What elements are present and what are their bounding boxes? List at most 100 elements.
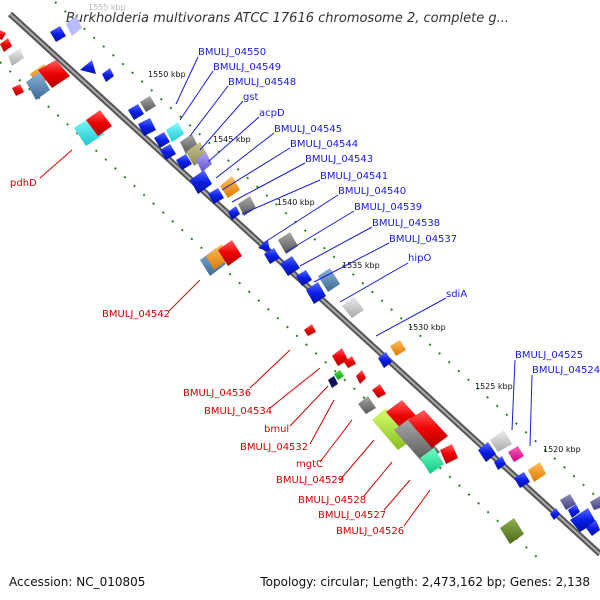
gene-feature[interactable] bbox=[342, 296, 364, 318]
reverse-labels: pdhD BMULJ_04542 BMULJ_04536 BMULJ_04534… bbox=[10, 178, 404, 537]
gene-feature[interactable] bbox=[154, 132, 170, 148]
gene-label[interactable]: BMULJ_04544 bbox=[290, 139, 358, 150]
gene-label[interactable]: acpD bbox=[259, 108, 285, 119]
gene-feature[interactable] bbox=[264, 248, 280, 264]
gene-label[interactable]: BMULJ_04538 bbox=[372, 218, 440, 229]
gene-feature[interactable] bbox=[372, 408, 412, 450]
gene-feature[interactable] bbox=[208, 188, 224, 204]
gene-label[interactable]: BMULJ_04534 bbox=[204, 406, 272, 417]
gene-feature[interactable] bbox=[228, 206, 240, 220]
gene-feature[interactable] bbox=[0, 30, 6, 40]
forward-leader-lines bbox=[175, 56, 533, 447]
gene-feature[interactable] bbox=[328, 376, 338, 388]
gene-label[interactable]: BMULJ_04526 bbox=[336, 526, 404, 537]
gene-label[interactable]: BMULJ_04524 bbox=[532, 365, 600, 376]
gene-feature[interactable] bbox=[196, 152, 212, 172]
forward-strand-features bbox=[0, 16, 600, 536]
gene-feature[interactable] bbox=[50, 26, 66, 42]
gene-feature[interactable] bbox=[160, 144, 176, 160]
gene-feature[interactable] bbox=[590, 496, 600, 510]
gene-feature[interactable] bbox=[304, 324, 316, 336]
gene-label[interactable]: BMULJ_04549 bbox=[213, 62, 281, 73]
gene-feature[interactable] bbox=[550, 508, 560, 520]
gene-feature[interactable] bbox=[494, 456, 506, 470]
gene-feature[interactable] bbox=[258, 240, 270, 252]
gene-label[interactable]: hipO bbox=[408, 253, 431, 264]
gene-feature[interactable] bbox=[280, 256, 300, 276]
reverse-strand-features bbox=[0, 38, 524, 544]
gene-label[interactable]: BMULJ_04540 bbox=[338, 186, 406, 197]
gene-label[interactable]: BMULJ_04539 bbox=[354, 202, 422, 213]
gene-feature[interactable] bbox=[420, 448, 444, 474]
gene-feature[interactable] bbox=[478, 442, 496, 462]
gene-label[interactable]: BMULJ_04541 bbox=[320, 171, 388, 182]
gene-feature[interactable] bbox=[378, 352, 392, 368]
gene-feature[interactable] bbox=[80, 60, 96, 74]
gene-feature[interactable] bbox=[500, 518, 524, 544]
tick-label: 1520 kbp bbox=[543, 445, 581, 454]
gene-feature[interactable] bbox=[560, 494, 576, 510]
gene-feature[interactable] bbox=[128, 104, 144, 120]
gene-feature[interactable] bbox=[86, 110, 112, 136]
gene-feature[interactable] bbox=[318, 268, 340, 292]
gene-feature[interactable] bbox=[238, 196, 256, 216]
gene-feature[interactable] bbox=[440, 444, 458, 464]
gene-label[interactable]: mgtC bbox=[296, 459, 323, 470]
gene-label[interactable]: BMULJ_04550 bbox=[198, 47, 266, 58]
gene-label[interactable]: BMULJ_04543 bbox=[305, 154, 373, 165]
gene-label[interactable]: BMULJ_04529 bbox=[276, 475, 344, 486]
gene-feature[interactable] bbox=[0, 38, 12, 52]
tick-label: 1540 kbp bbox=[277, 198, 315, 207]
gene-feature[interactable] bbox=[166, 122, 184, 142]
gene-feature[interactable] bbox=[296, 270, 312, 286]
gene-feature[interactable] bbox=[332, 348, 348, 366]
gene-feature[interactable] bbox=[334, 370, 344, 380]
gene-feature[interactable] bbox=[12, 84, 24, 96]
gene-feature[interactable] bbox=[390, 340, 406, 356]
gene-feature[interactable] bbox=[102, 68, 114, 82]
gene-feature[interactable] bbox=[514, 472, 530, 488]
gene-feature[interactable] bbox=[66, 16, 82, 36]
gene-feature[interactable] bbox=[490, 430, 512, 452]
forward-labels: BMULJ_04550 BMULJ_04549 BMULJ_04548 gst … bbox=[198, 47, 600, 376]
gene-feature[interactable] bbox=[220, 176, 240, 198]
gene-feature[interactable] bbox=[176, 154, 192, 170]
gene-label[interactable]: bmul bbox=[264, 424, 289, 435]
gene-label[interactable]: gst bbox=[243, 92, 259, 103]
gene-feature[interactable] bbox=[568, 504, 580, 518]
gene-feature[interactable] bbox=[372, 384, 386, 398]
gene-feature[interactable] bbox=[218, 240, 242, 266]
gene-label[interactable]: BMULJ_04525 bbox=[515, 350, 583, 361]
gene-feature[interactable] bbox=[408, 410, 448, 448]
gene-label[interactable]: BMULJ_04545 bbox=[274, 124, 342, 135]
gene-feature[interactable] bbox=[138, 118, 156, 136]
tick-label: 1525 kbp bbox=[475, 382, 513, 391]
gene-feature[interactable] bbox=[508, 446, 524, 462]
gene-feature[interactable] bbox=[358, 396, 376, 414]
gene-feature[interactable] bbox=[38, 60, 70, 88]
gene-label[interactable]: BMULJ_04527 bbox=[318, 510, 386, 521]
gene-feature[interactable] bbox=[8, 48, 24, 66]
gene-label[interactable]: pdhD bbox=[10, 178, 37, 189]
gene-feature[interactable] bbox=[528, 462, 546, 482]
gene-label[interactable]: BMULJ_04542 bbox=[102, 309, 170, 320]
gene-label[interactable]: sdiA bbox=[446, 289, 467, 300]
gene-feature[interactable] bbox=[356, 370, 366, 384]
gene-feature[interactable] bbox=[140, 96, 156, 112]
gene-feature[interactable] bbox=[306, 282, 326, 304]
gene-label[interactable]: BMULJ_04548 bbox=[228, 77, 296, 88]
gene-feature[interactable] bbox=[26, 72, 50, 100]
gene-label[interactable]: BMULJ_04532 bbox=[240, 442, 308, 453]
tick-label: 1550 kbp bbox=[148, 70, 186, 79]
gene-feature[interactable] bbox=[186, 142, 208, 166]
gene-label[interactable]: BMULJ_04528 bbox=[298, 495, 366, 506]
gene-feature[interactable] bbox=[344, 356, 356, 368]
gene-label[interactable]: BMULJ_04536 bbox=[183, 388, 251, 399]
gene-feature[interactable] bbox=[190, 170, 212, 194]
gene-feature[interactable] bbox=[278, 232, 298, 254]
accession-text: Accession: NC_010805 bbox=[9, 575, 145, 589]
scale-ticks: 1555 kbp 1550 kbp 1545 kbp 1540 kbp 1535… bbox=[88, 3, 581, 454]
gene-label[interactable]: BMULJ_04537 bbox=[389, 234, 457, 245]
gene-feature[interactable] bbox=[586, 520, 600, 536]
